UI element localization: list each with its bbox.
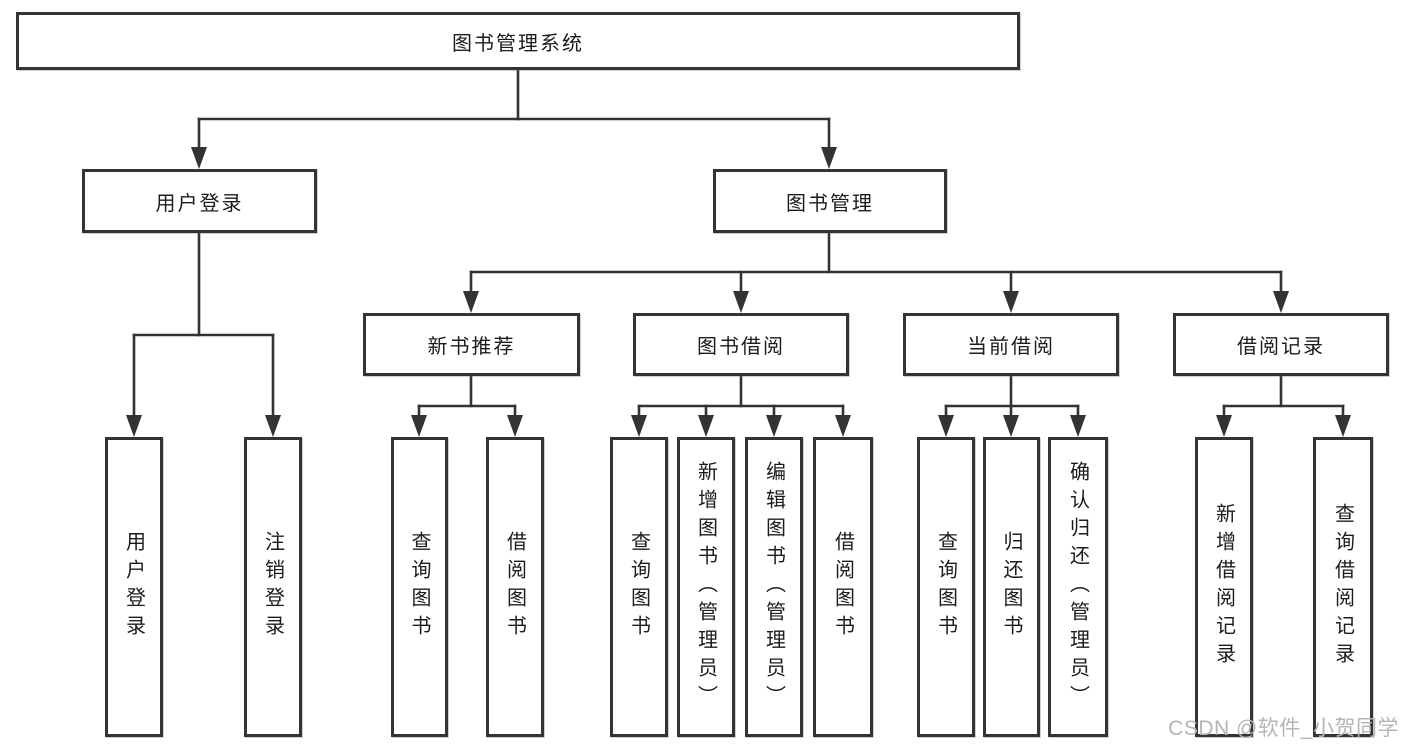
node-leaf-borrow-book-2: 借阅图书	[813, 437, 873, 737]
node-label: 归还图书	[1000, 531, 1022, 643]
arrowhead-icon	[733, 291, 749, 313]
node-label: 新书推荐	[427, 336, 516, 358]
node-label: 编辑图书（管理员）	[762, 461, 785, 713]
node-leaf-confirm-return: 确认归还（管理员）	[1048, 437, 1108, 737]
node-label: 图书管理	[786, 192, 874, 215]
arrowhead-icon	[1335, 415, 1351, 437]
node-user-login: 用户登录	[82, 169, 317, 233]
node-label: 借阅图书	[503, 531, 526, 643]
arrowhead-icon	[1070, 415, 1086, 437]
arrowhead-icon	[1003, 291, 1019, 313]
node-leaf-logout: 注销登录	[244, 437, 302, 737]
node-leaf-add-borrow-record: 新增借阅记录	[1195, 437, 1253, 737]
node-label: 查询借阅记录	[1331, 503, 1354, 671]
arrowhead-icon	[507, 415, 523, 437]
arrowhead-icon	[631, 415, 647, 437]
node-label: 查询图书	[408, 531, 430, 643]
arrowhead-icon	[1273, 291, 1289, 313]
watermark: CSDN @软件_小贺同学	[1168, 717, 1399, 740]
node-book-borrow: 图书借阅	[633, 313, 849, 376]
node-leaf-add-book: 新增图书（管理员）	[677, 437, 735, 737]
node-label: 用户登录	[122, 531, 145, 643]
arrowhead-icon	[411, 415, 427, 437]
node-label: 图书借阅	[697, 336, 785, 358]
node-label: 新增借阅记录	[1212, 503, 1235, 671]
arrowhead-icon	[1003, 415, 1019, 437]
arrowhead-icon	[1216, 415, 1232, 437]
arrowhead-icon	[191, 147, 207, 169]
node-leaf-query-book-1: 查询图书	[391, 437, 448, 737]
node-label: 新增图书（管理员）	[694, 461, 717, 713]
node-root: 图书管理系统	[16, 12, 1020, 70]
node-leaf-user-login: 用户登录	[105, 437, 163, 737]
arrowhead-icon	[766, 415, 782, 437]
node-label: 注销登录	[261, 531, 284, 643]
node-leaf-borrow-book-1: 借阅图书	[486, 437, 544, 737]
node-label: 用户登录	[155, 192, 244, 215]
arrowhead-icon	[698, 415, 714, 437]
node-book-management: 图书管理	[713, 169, 947, 233]
arrowhead-icon	[265, 415, 281, 437]
node-leaf-edit-book: 编辑图书（管理员）	[745, 437, 803, 737]
node-label: 当前借阅	[967, 336, 1055, 358]
arrowhead-icon	[938, 415, 954, 437]
node-new-book-recommend: 新书推荐	[363, 313, 580, 376]
node-leaf-query-book-3: 查询图书	[917, 437, 975, 737]
node-leaf-query-borrow-record: 查询借阅记录	[1313, 437, 1373, 737]
node-label: 图书管理系统	[452, 32, 584, 55]
node-leaf-query-book-2: 查询图书	[610, 437, 668, 737]
arrowhead-icon	[835, 415, 851, 437]
node-label: 确认归还（管理员）	[1066, 461, 1089, 713]
arrowhead-icon	[821, 147, 837, 169]
node-label: 查询图书	[627, 531, 650, 643]
arrowhead-icon	[463, 291, 479, 313]
node-borrow-records: 借阅记录	[1173, 313, 1389, 376]
node-label: 查询图书	[934, 531, 957, 643]
node-leaf-return-book: 归还图书	[983, 437, 1040, 737]
node-label: 借阅记录	[1237, 336, 1325, 358]
node-current-borrow: 当前借阅	[903, 313, 1119, 376]
node-label: 借阅图书	[831, 531, 854, 643]
arrowhead-icon	[126, 415, 142, 437]
